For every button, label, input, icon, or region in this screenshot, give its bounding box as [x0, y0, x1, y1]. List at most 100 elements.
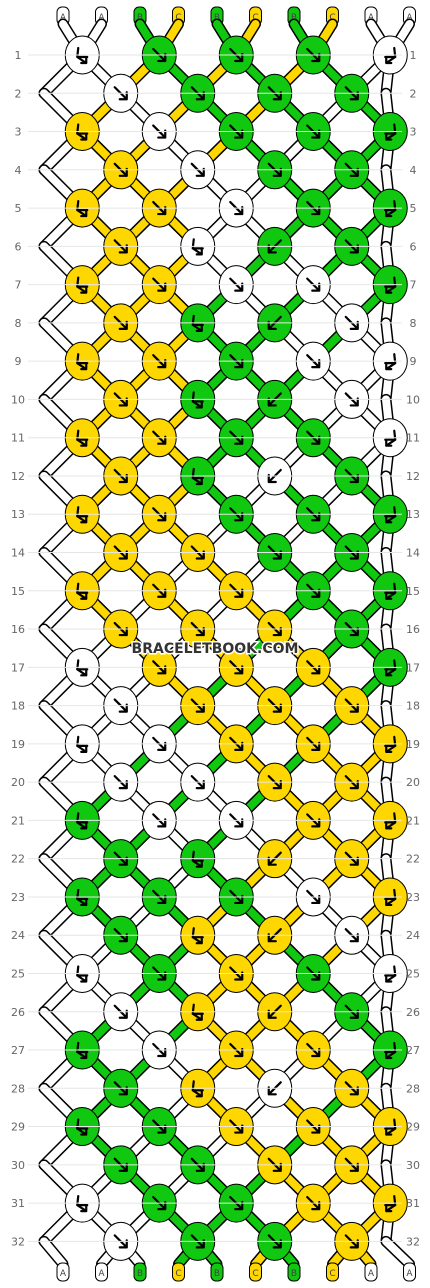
- row-number-left: 17: [11, 661, 25, 674]
- row-number-left: 12: [11, 470, 25, 483]
- row-number-right: 6: [410, 240, 417, 253]
- row-number-left: 28: [11, 1082, 25, 1095]
- forward-backward-arrow-icon: [384, 353, 397, 371]
- strand-label-tab: [133, 1262, 147, 1282]
- strand-label-text: B: [214, 1269, 220, 1279]
- backward-forward-arrow-icon: [191, 314, 204, 332]
- forward-backward-arrow-icon: [384, 1194, 397, 1213]
- strand-label-text: C: [252, 13, 258, 23]
- strand-label-text: B: [137, 1269, 143, 1279]
- backward-forward-arrow-icon: [76, 506, 89, 524]
- forward-backward-arrow-icon: [384, 199, 397, 218]
- row-number-right: 12: [406, 470, 420, 483]
- row-number-left: 29: [11, 1121, 25, 1134]
- forward-backward-arrow-icon: [384, 506, 397, 524]
- backward-forward-arrow-icon: [76, 46, 89, 65]
- row-number-right: 32: [406, 1235, 420, 1248]
- row-number-right: 2: [410, 87, 417, 100]
- backward-forward-arrow-icon: [191, 467, 204, 486]
- row-number-right: 8: [410, 317, 417, 330]
- strand-label-text: C: [252, 1269, 258, 1279]
- backward-forward-arrow-icon: [191, 927, 204, 945]
- row-number-right: 17: [406, 661, 420, 674]
- row-number-right: 30: [406, 1159, 420, 1172]
- row-number-right: 21: [406, 814, 420, 827]
- row-number-left: 5: [15, 202, 22, 215]
- row-number-right: 27: [406, 1044, 420, 1057]
- row-number-left: 24: [11, 929, 25, 942]
- strand-label-text: C: [329, 1269, 335, 1279]
- row-number-left: 25: [11, 967, 25, 980]
- row-number-right: 7: [410, 279, 417, 292]
- forward-backward-arrow-icon: [384, 582, 397, 600]
- strand-label-text: A: [406, 1269, 413, 1279]
- strand-label-bottom-2: A: [95, 1262, 108, 1282]
- backward-forward-arrow-icon: [76, 659, 89, 677]
- row-number-right: 16: [406, 623, 420, 636]
- strand-label-text: A: [60, 13, 67, 23]
- row-number-left: 14: [11, 547, 25, 560]
- strand-label-tab: [210, 1262, 224, 1282]
- row-number-left: 27: [11, 1044, 25, 1057]
- row-number-left: 7: [15, 279, 22, 292]
- row-number-left: 32: [11, 1235, 25, 1248]
- row-number-left: 21: [11, 814, 25, 827]
- backward-forward-arrow-icon: [191, 1080, 204, 1098]
- strand-label-tab: [172, 1262, 185, 1282]
- strand-label-bottom-8: C: [326, 1262, 339, 1282]
- row-number-right: 25: [406, 967, 420, 980]
- row-number-left: 26: [11, 1006, 25, 1019]
- row-number-right: 14: [406, 547, 420, 560]
- row-number-right: 23: [406, 891, 420, 904]
- row-number-left: 6: [15, 240, 22, 253]
- strand-label-tab: [287, 1262, 301, 1282]
- forward-backward-arrow-icon: [384, 1041, 397, 1060]
- forward-backward-arrow-icon: [384, 735, 397, 753]
- row-number-left: 4: [15, 164, 22, 177]
- forward-backward-arrow-icon: [384, 429, 397, 447]
- backward-forward-arrow-icon: [191, 1003, 204, 1021]
- row-number-right: 22: [406, 853, 420, 866]
- backward-forward-arrow-icon: [191, 850, 204, 868]
- row-number-left: 10: [11, 393, 25, 406]
- strand-label-text: B: [291, 1269, 297, 1279]
- row-number-right: 13: [406, 508, 420, 521]
- forward-backward-arrow-icon: [384, 812, 397, 830]
- row-number-right: 28: [406, 1082, 420, 1095]
- row-number-left: 2: [15, 87, 22, 100]
- forward-backward-arrow-icon: [384, 1118, 397, 1136]
- strand-segment: [382, 1237, 414, 1268]
- strand-label-text: C: [329, 13, 335, 23]
- forward-backward-arrow-icon: [384, 123, 397, 141]
- backward-forward-arrow-icon: [76, 735, 89, 753]
- backward-forward-arrow-icon: [191, 391, 204, 409]
- watermark: BRACELETBOOK.COM: [132, 641, 299, 657]
- backward-forward-arrow-icon: [76, 1194, 89, 1213]
- backward-forward-arrow-icon: [76, 1041, 89, 1060]
- row-number-left: 1: [15, 49, 22, 62]
- strand-label-bottom-7: B: [287, 1262, 301, 1282]
- strand-label-text: C: [175, 1269, 181, 1279]
- strand-label-bottom-5: B: [210, 1262, 224, 1282]
- strand-label-text: A: [98, 1269, 105, 1279]
- row-number-left: 18: [11, 700, 25, 713]
- row-number-left: 9: [15, 355, 22, 368]
- strand-label-tab: [249, 1262, 262, 1282]
- strand-label-bottom-4: C: [172, 1262, 185, 1282]
- row-number-right: 29: [406, 1121, 420, 1134]
- strand-label-text: B: [291, 13, 297, 23]
- row-number-left: 30: [11, 1159, 25, 1172]
- strand-label-bottom-1: A: [56, 1262, 70, 1282]
- strand-label-text: A: [60, 1269, 67, 1279]
- forward-backward-arrow-icon: [384, 46, 397, 65]
- row-number-left: 31: [11, 1197, 25, 1210]
- row-number-left: 3: [15, 126, 22, 139]
- row-number-left: 15: [11, 585, 25, 598]
- row-number-left: 11: [11, 432, 25, 445]
- strand-label-bottom-6: C: [249, 1262, 262, 1282]
- forward-backward-arrow-icon: [384, 276, 397, 294]
- row-number-right: 3: [410, 126, 417, 139]
- backward-forward-arrow-icon: [76, 582, 89, 600]
- strand-label-text: A: [406, 13, 413, 23]
